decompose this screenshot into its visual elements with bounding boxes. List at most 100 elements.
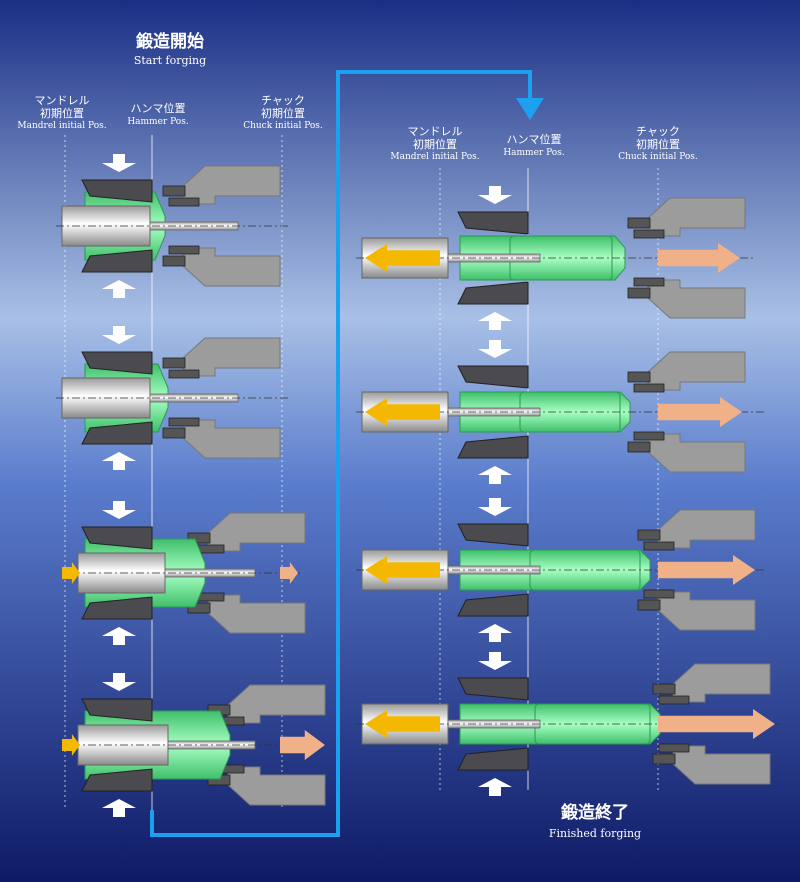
stage-8-chuck-finger-2 xyxy=(658,695,690,705)
stage-3-mandrel-arrow xyxy=(62,562,80,584)
stage-4-hammer-top xyxy=(81,698,153,722)
right-chuck-label-jp2: 初期位置 xyxy=(636,138,680,151)
stage-1-chuck-finger-1 xyxy=(162,185,186,197)
stage-4-chuck-arrow xyxy=(280,730,325,760)
right-mandrel-label-en: Mandrel initial Pos. xyxy=(390,152,480,162)
stage-2 xyxy=(56,337,290,459)
stage-5-press-arrow-bottom xyxy=(478,312,512,330)
stage-5-chuck-arrow xyxy=(658,243,740,273)
right-hammer-label-en: Hammer Pos. xyxy=(503,148,565,158)
stage-1-chuck-finger-3 xyxy=(168,245,200,255)
stage-6 xyxy=(356,351,765,473)
stage-6-chuck-finger-3 xyxy=(633,431,665,441)
stage-5-mandrel-arrow xyxy=(365,244,440,272)
stage-2-chuck-finger-3 xyxy=(168,417,200,427)
stage-3-chuck-finger-1 xyxy=(187,532,211,544)
left-chuck-label-jp: チャック xyxy=(261,94,305,107)
stage-6-mandrel-rod xyxy=(447,407,541,417)
stage-3-mandrel-rod xyxy=(164,568,256,578)
stage-2-chuck-finger-2 xyxy=(168,369,200,379)
stage-3-press-arrow-top xyxy=(102,501,136,519)
stage-6-press-arrow-top xyxy=(478,340,512,358)
stage-1-chuck-finger-2 xyxy=(168,197,200,207)
stage-3 xyxy=(72,512,306,634)
left-hammer-label-en: Hammer Pos. xyxy=(127,117,189,127)
stage-8-mandrel-arrow xyxy=(365,710,440,738)
stage-7-chuck-finger-2 xyxy=(643,541,675,551)
stage-6-chuck-finger-4 xyxy=(627,441,651,453)
stage-2-press-arrow-top xyxy=(102,326,136,344)
stage-4-press-arrow-top xyxy=(102,673,136,691)
stage-7-chuck-finger-4 xyxy=(637,599,661,611)
stage-8-chuck-finger-1 xyxy=(652,683,676,695)
start-subtitle: Start forging xyxy=(133,54,207,67)
stage-5-hammer-top xyxy=(457,211,529,235)
process-flow-line xyxy=(150,70,532,837)
stage-5-mandrel-rod xyxy=(447,253,541,263)
right-chuck-label-jp: チャック xyxy=(636,125,680,138)
stage-7-hammer-top xyxy=(457,523,529,547)
stage-6-chuck-arrow xyxy=(658,397,742,427)
stage-3-chuck-finger-4 xyxy=(187,602,211,614)
stage-2-chuck-finger-1 xyxy=(162,357,186,369)
stage-7-press-arrow-bottom xyxy=(478,624,512,642)
stage-4 xyxy=(72,684,326,806)
left-mandrel-label-en: Mandrel initial Pos. xyxy=(17,121,107,131)
stage-8-chuck-finger-4 xyxy=(652,753,676,765)
stage-8-press-arrow-bottom xyxy=(478,778,512,796)
stage-5-chuck-finger-4 xyxy=(627,287,651,299)
stage-3-hammer-top xyxy=(81,526,153,550)
stage-5-hammer-bottom xyxy=(457,281,529,305)
right-hammer-label-jp: ハンマ位置 xyxy=(506,133,562,146)
stage-5-chuck-finger-1 xyxy=(627,217,651,229)
left-chuck-label-jp2: 初期位置 xyxy=(261,107,305,120)
stage-8-chuck-arrow xyxy=(658,709,775,739)
left-hammer-label-jp: ハンマ位置 xyxy=(130,102,186,115)
stage-3-press-arrow-bottom xyxy=(102,627,136,645)
stage-5 xyxy=(356,197,755,319)
stage-6-press-arrow-bottom xyxy=(478,466,512,484)
right-mandrel-label-jp: マンドレル xyxy=(407,125,463,138)
stage-7-mandrel-arrow xyxy=(365,556,440,584)
stage-5-press-arrow-top xyxy=(478,186,512,204)
stage-3-chuck-arrow xyxy=(280,562,298,584)
stage-4-mandrel-arrow xyxy=(62,734,80,756)
right-mandrel-label-jp2: 初期位置 xyxy=(413,138,457,151)
stage-7-mandrel-rod xyxy=(447,565,541,575)
stage-1-press-arrow-top xyxy=(102,154,136,172)
right-chuck-label-en: Chuck initial Pos. xyxy=(618,152,698,162)
stage-4-press-arrow-bottom xyxy=(102,799,136,817)
stage-6-chuck-finger-2 xyxy=(633,383,665,393)
left-mandrel-label-jp2: 初期位置 xyxy=(40,107,84,120)
stage-6-mandrel-arrow xyxy=(365,398,440,426)
stage-1-hammer-top xyxy=(81,179,153,203)
stage-8-chuck-finger-3 xyxy=(658,743,690,753)
stage-6-chuck-finger-1 xyxy=(627,371,651,383)
stage-7-chuck-arrow xyxy=(658,555,755,585)
stage-6-hammer-top xyxy=(457,365,529,389)
stage-2-hammer-bottom xyxy=(81,421,153,445)
stage-7-chuck-finger-3 xyxy=(643,589,675,599)
stage-2-hammer-top xyxy=(81,351,153,375)
stage-2-chuck-finger-4 xyxy=(162,427,186,439)
stage-7-hammer-bottom xyxy=(457,593,529,617)
left-mandrel-label-jp: マンドレル xyxy=(34,94,90,107)
stage-8-press-arrow-top xyxy=(478,652,512,670)
stage-1-press-arrow-bottom xyxy=(102,280,136,298)
process-flow-arrowhead xyxy=(516,98,544,120)
stage-6-hammer-bottom xyxy=(457,435,529,459)
stage-8-hammer-top xyxy=(457,677,529,701)
stage-7-press-arrow-top xyxy=(478,498,512,516)
stage-5-chuck-finger-2 xyxy=(633,229,665,239)
stage-8-mandrel-rod xyxy=(447,719,541,729)
stage-8 xyxy=(356,663,780,785)
finish-subtitle: Finished forging xyxy=(548,827,642,840)
stage-1-chuck-finger-4 xyxy=(162,255,186,267)
stage-7-chuck-finger-1 xyxy=(637,529,661,541)
stage-7 xyxy=(356,509,765,631)
stage-5-chuck-finger-3 xyxy=(633,277,665,287)
finish-title: 鍛造終了 xyxy=(561,803,629,823)
stage-8-hammer-bottom xyxy=(457,747,529,771)
